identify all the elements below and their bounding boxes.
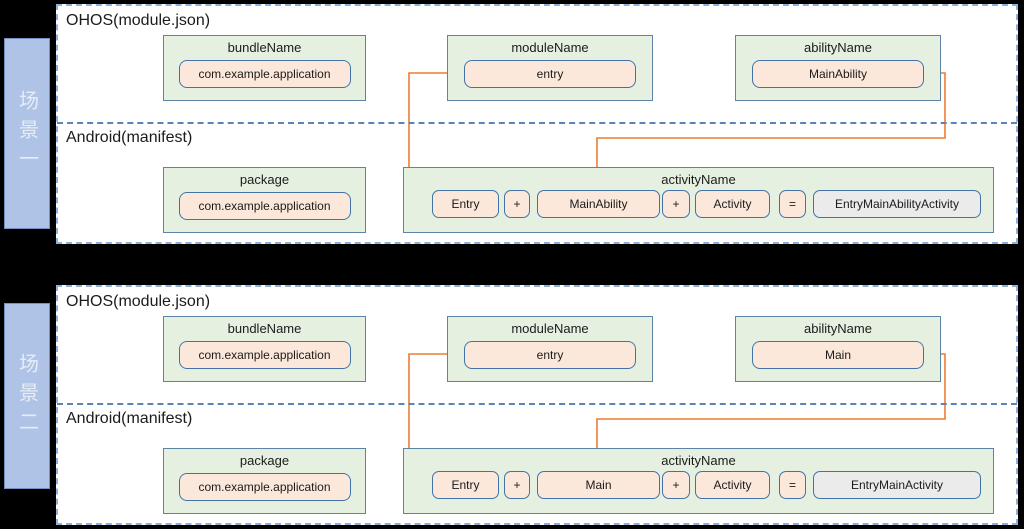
bundle-name-value: com.example.application: [178, 341, 351, 369]
module-name-box: moduleName entry: [447, 316, 653, 382]
bundle-name-box: bundleName com.example.application: [163, 35, 366, 101]
ability-name-value: MainAbility: [752, 60, 924, 88]
bundle-name-label: bundleName: [227, 40, 302, 55]
activity-part-activity: Activity: [695, 190, 770, 218]
activity-part-plus-1: +: [504, 471, 530, 499]
activity-part-equals: =: [779, 471, 806, 499]
activity-part-result: EntryMainAbilityActivity: [813, 190, 981, 218]
module-name-value: entry: [464, 341, 636, 369]
scenario-1-side-label: 场景一: [4, 38, 50, 229]
activity-part-entry: Entry: [432, 471, 499, 499]
activity-name-label: activityName: [661, 453, 736, 468]
ability-name-value: Main: [752, 341, 924, 369]
scenario-2-panel: OHOS(module.json) bundleName com.example…: [56, 285, 1018, 525]
section-divider: [57, 122, 1017, 124]
package-box: package com.example.application: [163, 448, 366, 514]
package-value: com.example.application: [178, 192, 351, 220]
ohos-section-title: OHOS(module.json): [66, 293, 211, 310]
activity-part-ability: MainAbility: [537, 190, 660, 218]
activity-part-result: EntryMainActivity: [813, 471, 981, 499]
activity-part-equals: =: [779, 190, 806, 218]
ohos-section-title: OHOS(module.json): [66, 12, 211, 29]
module-name-label: moduleName: [511, 321, 589, 336]
bundle-name-box: bundleName com.example.application: [163, 316, 366, 382]
ability-name-box: abilityName MainAbility: [735, 35, 941, 101]
bundle-name-value: com.example.application: [178, 60, 351, 88]
bundle-name-label: bundleName: [227, 321, 302, 336]
ability-name-label: abilityName: [804, 40, 872, 55]
activity-part-entry: Entry: [432, 190, 499, 218]
activity-part-activity: Activity: [695, 471, 770, 499]
activity-part-ability: Main: [537, 471, 660, 499]
scenario-1-panel: OHOS(module.json) bundleName com.example…: [56, 4, 1018, 244]
section-divider: [57, 403, 1017, 405]
scenario-2-side-label: 场景二: [4, 303, 50, 489]
android-section-title: Android(manifest): [66, 410, 193, 427]
android-section-title: Android(manifest): [66, 129, 193, 146]
activity-part-plus-2: +: [662, 471, 690, 499]
package-label: package: [239, 172, 290, 187]
activity-part-plus-1: +: [504, 190, 530, 218]
activity-part-plus-2: +: [662, 190, 690, 218]
activity-name-box: activityName Entry + Main + Activity = E…: [403, 448, 994, 514]
ability-name-label: abilityName: [804, 321, 872, 336]
activity-name-label: activityName: [661, 172, 736, 187]
activity-name-box: activityName Entry + MainAbility + Activ…: [403, 167, 994, 233]
module-name-label: moduleName: [511, 40, 589, 55]
ability-name-box: abilityName Main: [735, 316, 941, 382]
package-label: package: [239, 453, 290, 468]
package-box: package com.example.application: [163, 167, 366, 233]
module-name-value: entry: [464, 60, 636, 88]
module-name-box: moduleName entry: [447, 35, 653, 101]
package-value: com.example.application: [178, 473, 351, 501]
